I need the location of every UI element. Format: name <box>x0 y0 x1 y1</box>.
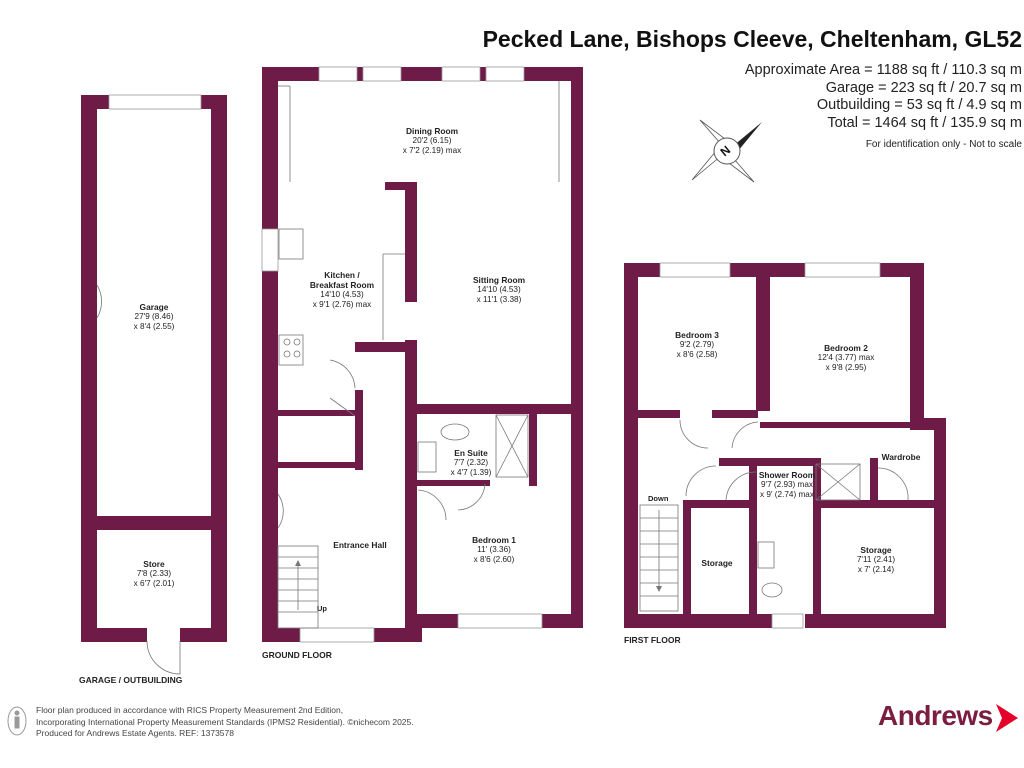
stair-arrows <box>295 560 662 592</box>
footer-line: Produced for Andrews Estate Agents. REF:… <box>36 728 234 738</box>
floor-label-garage: GARAGE / OUTBUILDING <box>79 675 183 685</box>
footer-notes: Floor plan produced in accordance with R… <box>36 705 414 740</box>
room-bedroom-2: Bedroom 2 12'4 (3.77) max x 9'8 (2.95) <box>817 343 875 372</box>
room-wardrobe: Wardrobe <box>881 452 921 462</box>
footer-line: Floor plan produced in accordance with R… <box>36 705 344 715</box>
area-line: Total = 1464 sq ft / 135.9 sq m <box>827 114 1022 131</box>
room-garage: Garage 27'9 (8.46) x 8'4 (2.55) <box>133 302 175 331</box>
room-bedroom-3: Bedroom 3 9'2 (2.79) x 8'6 (2.58) <box>675 330 719 359</box>
brand-arrow-icon <box>996 704 1018 732</box>
floor-label-ground: GROUND FLOOR <box>262 650 332 660</box>
room-storage-right: Storage 7'11 (2.41) x 7' (2.14) <box>856 545 896 574</box>
scale-note: For identification only - Not to scale <box>865 139 1022 150</box>
footer-line: Incorporating International Property Mea… <box>36 716 414 727</box>
windows <box>108 66 881 643</box>
person-icon <box>7 706 27 736</box>
door-swings <box>96 284 909 675</box>
area-line: Garage = 223 sq ft / 20.7 sq m <box>825 79 1022 96</box>
room-ensuite: En Suite 7'7 (2.32) x 4'7 (1.39) <box>450 448 492 477</box>
area-line: Outbuilding = 53 sq ft / 4.9 sq m <box>816 97 1022 113</box>
room-bedroom-1: Bedroom 1 11' (3.36) x 8'6 (2.60) <box>472 535 516 564</box>
stairs-up-label: Up <box>317 604 327 613</box>
stairs-down-label: Down <box>648 494 669 503</box>
compass-rose-icon <box>691 119 762 183</box>
brand-logo: Andrews <box>878 700 993 731</box>
area-line: Approximate Area = 1188 sq ft / 110.3 sq… <box>744 62 1022 78</box>
room-shower: Shower Room 9'7 (2.93) max x 9' (2.74) m… <box>758 470 816 499</box>
fixtures <box>277 81 861 629</box>
floor-label-first: FIRST FLOOR <box>624 635 681 645</box>
page-title: Pecked Lane, Bishops Cleeve, Cheltenham,… <box>482 26 1022 52</box>
room-storage-left: Storage <box>701 558 733 568</box>
room-kitchen: Kitchen / Breakfast Room 14'10 (4.53) x … <box>309 270 375 309</box>
area-summary: Approximate Area = 1188 sq ft / 110.3 sq… <box>640 62 1022 132</box>
room-sitting: Sitting Room 14'10 (4.53) x 11'1 (3.38) <box>472 275 526 304</box>
room-store: Store 7'8 (2.33) x 6'7 (2.01) <box>133 559 175 588</box>
room-dining: Dining Room 20'2 (6.15) x 7'2 (2.19) max <box>402 126 462 155</box>
room-entrance-hall: Entrance Hall <box>333 540 387 550</box>
